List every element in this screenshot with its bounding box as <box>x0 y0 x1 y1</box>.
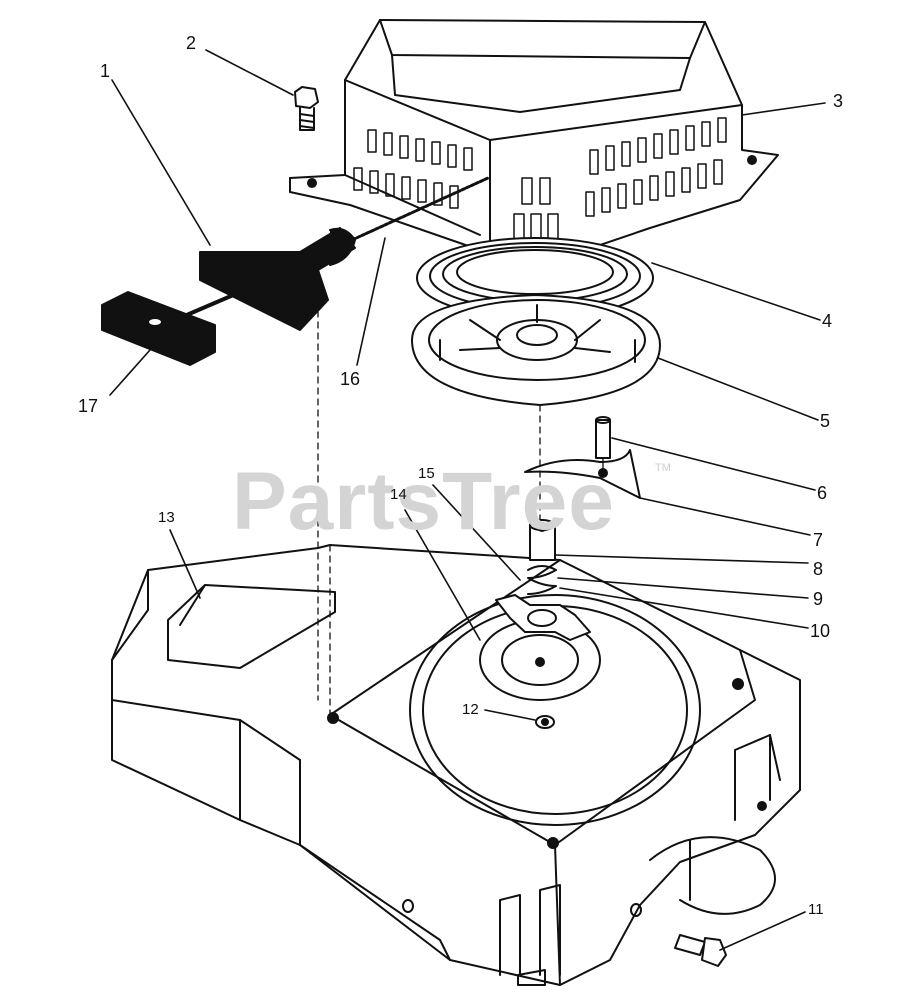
starter-rope <box>328 176 490 252</box>
starter-cover <box>289 19 779 269</box>
callout-17: 17 <box>78 396 99 416</box>
recoil-spring <box>416 237 654 319</box>
callout-16: 16 <box>340 369 361 389</box>
callout-11: 11 <box>808 901 824 918</box>
pulley <box>411 294 661 406</box>
callout-1: 1 <box>100 61 111 81</box>
pawl-pin <box>595 416 611 459</box>
callout-10: 10 <box>810 621 831 641</box>
spring <box>527 565 557 595</box>
engine-shroud <box>111 544 801 986</box>
starter-handle <box>199 227 356 331</box>
callout-15: 15 <box>418 465 435 482</box>
retainer-screw <box>529 519 556 561</box>
callout-9: 9 <box>813 589 824 609</box>
brake-plate <box>495 594 591 641</box>
callout-4: 4 <box>822 311 833 331</box>
washer <box>535 715 555 729</box>
callout-6: 6 <box>817 483 828 503</box>
callout-12: 12 <box>462 701 479 718</box>
callout-5: 5 <box>820 411 831 431</box>
callout-14: 14 <box>390 486 407 503</box>
mounting-bolt <box>294 86 319 131</box>
callout-2: 2 <box>186 33 197 53</box>
callout-13: 13 <box>158 509 175 526</box>
handle-insert <box>101 288 247 366</box>
watermark: PartsTree <box>232 456 615 547</box>
watermark-trademark: TM <box>655 462 671 474</box>
callout-7: 7 <box>813 530 824 550</box>
callout-3: 3 <box>833 91 844 111</box>
callout-8: 8 <box>813 559 824 579</box>
housing-bolt <box>674 934 727 967</box>
